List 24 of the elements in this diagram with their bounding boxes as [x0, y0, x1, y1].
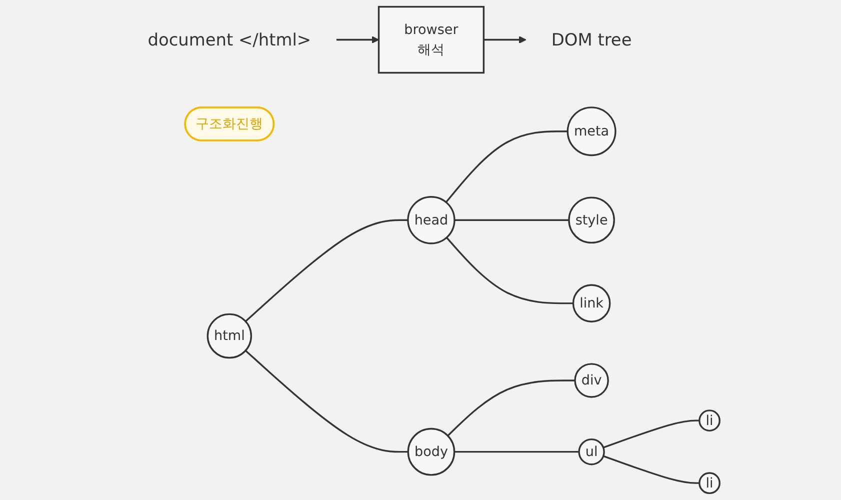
- node-circle: style: [568, 196, 614, 244]
- connector: [454, 450, 579, 453]
- node-circle: meta: [566, 106, 616, 156]
- connector: [602, 455, 699, 484]
- node-text: DOM tree: [550, 30, 632, 50]
- connector: [244, 350, 408, 453]
- connector: [446, 380, 575, 436]
- node-circle: div: [574, 363, 608, 398]
- arrow: [483, 36, 526, 44]
- node-circle: li: [698, 472, 720, 494]
- node-circle: html: [206, 313, 252, 359]
- node-circle: link: [572, 284, 610, 322]
- connector: [244, 219, 408, 322]
- node-circle: body: [406, 428, 455, 476]
- connector: [602, 420, 699, 448]
- node-circle: head: [406, 196, 455, 244]
- node-circle: ul: [578, 438, 604, 466]
- connector: [444, 130, 568, 203]
- node-circle: li: [698, 410, 720, 432]
- node-text: document </html>: [147, 30, 311, 50]
- connector: [446, 236, 573, 304]
- node-box: browser 해석: [377, 6, 484, 74]
- connector: [454, 219, 568, 221]
- arrow: [336, 36, 379, 44]
